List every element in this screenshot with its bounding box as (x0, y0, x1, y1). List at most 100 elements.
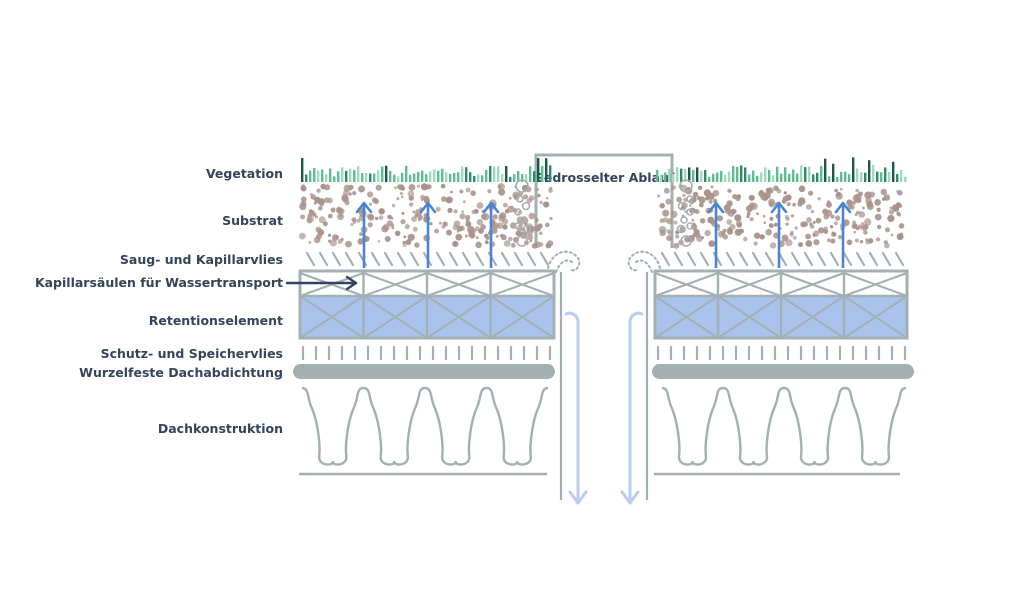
substrate-grain (396, 197, 400, 201)
grass-blade (381, 166, 384, 182)
grass-blade (772, 175, 775, 182)
substrate-grain (341, 193, 349, 201)
substrate-grain (785, 239, 793, 247)
substrate-grain (857, 191, 863, 197)
substrate-grain (313, 201, 317, 205)
substrate-grain (706, 195, 709, 199)
substrate-grain (862, 206, 865, 210)
fleece-tick (686, 251, 697, 267)
grass-blade (537, 158, 540, 182)
substrate-grain (846, 199, 853, 206)
substrate-grain (789, 232, 794, 237)
substrate-grain (805, 233, 811, 240)
substrate-grain (315, 226, 322, 233)
substrate-grain (445, 198, 450, 203)
substrate-grain (659, 203, 665, 209)
substrate-grain (797, 201, 803, 207)
substrate-grain (476, 219, 484, 226)
cross-brace (299, 295, 365, 339)
substrate-grain (736, 194, 741, 200)
grass-blade (549, 165, 552, 182)
grass-blade (872, 165, 875, 182)
substrate-grain (781, 198, 787, 204)
grass-blade (840, 171, 843, 182)
substrate-grain (306, 217, 313, 224)
drain-pipes (559, 272, 649, 500)
substrate-grain (827, 200, 831, 204)
substrate-grain (785, 216, 790, 221)
capillary-arrow-head (834, 201, 852, 214)
grass-blade (421, 170, 424, 182)
cross-brace (654, 295, 719, 339)
substrate-grain (452, 240, 459, 247)
substrate-grain (753, 241, 758, 246)
substrate-grain (455, 233, 463, 241)
substrate-grain (810, 209, 815, 214)
grass-blade (309, 170, 312, 182)
spray-arc-left (547, 250, 581, 272)
substrate-grain (503, 240, 511, 247)
substrate-grain (823, 213, 829, 220)
substrate-grain (329, 239, 337, 247)
substrate-grain (798, 242, 803, 248)
substrate-grain (316, 188, 321, 193)
substrate-grain (657, 194, 660, 198)
substrate-grain (792, 203, 796, 207)
fleece-tick (881, 251, 892, 267)
substrate-grain (826, 238, 831, 243)
capillary-pointer-arrow (285, 275, 358, 291)
grass-blade (804, 167, 807, 182)
substrate-grain (447, 207, 453, 213)
substrate-grain (805, 240, 813, 247)
fleece-tick (816, 251, 827, 267)
substrate-grain (465, 187, 471, 193)
substrate-grain (390, 223, 395, 228)
substrate-grain (336, 207, 343, 214)
grass-blade (808, 166, 811, 182)
substrate-grain (880, 188, 887, 196)
substrate-grain (343, 184, 351, 192)
substrate-grain (809, 222, 813, 226)
substrate-grain (692, 191, 699, 198)
substrate-grain (666, 218, 673, 225)
substrate-grain (865, 238, 869, 242)
substrate-grain (438, 221, 442, 225)
substrate-grain (476, 202, 484, 209)
substrate-grain (356, 219, 361, 223)
fleece-tick (448, 251, 459, 267)
cross-brace (362, 295, 428, 339)
grass-blade (712, 173, 715, 182)
grass-blade (341, 167, 344, 182)
grass-blade (760, 172, 763, 182)
substrate-grain (896, 190, 899, 193)
grass-blade (844, 171, 847, 182)
capillary-columns (355, 201, 500, 268)
grass-blade (449, 173, 452, 182)
substrate-grain (842, 219, 850, 227)
substrate-grain (666, 229, 671, 234)
substrate-grain (348, 192, 352, 196)
cross-brace (426, 295, 492, 339)
substrate-grain (400, 219, 406, 225)
substrate-grain (712, 189, 720, 197)
substrate-grain (734, 228, 742, 236)
substrate-grain (468, 233, 472, 236)
substrate-grain (806, 217, 812, 223)
substrate-grain (484, 240, 489, 245)
roof-section-left (293, 157, 556, 476)
grass-blade (413, 173, 416, 182)
substrate-grain (401, 186, 405, 191)
grass-blade (389, 170, 392, 182)
substrate-grain (847, 204, 853, 210)
grass-blade (409, 175, 412, 182)
substrate-grain (663, 187, 670, 194)
substrate-grain (783, 191, 787, 195)
root-barrier-membrane (652, 364, 914, 379)
fleece-tick (842, 251, 853, 267)
substrate-grain (491, 222, 500, 230)
substrate-grain (358, 185, 365, 193)
grass-blade (541, 165, 544, 182)
grass-blade (425, 174, 428, 182)
substrate-grain (883, 196, 888, 201)
